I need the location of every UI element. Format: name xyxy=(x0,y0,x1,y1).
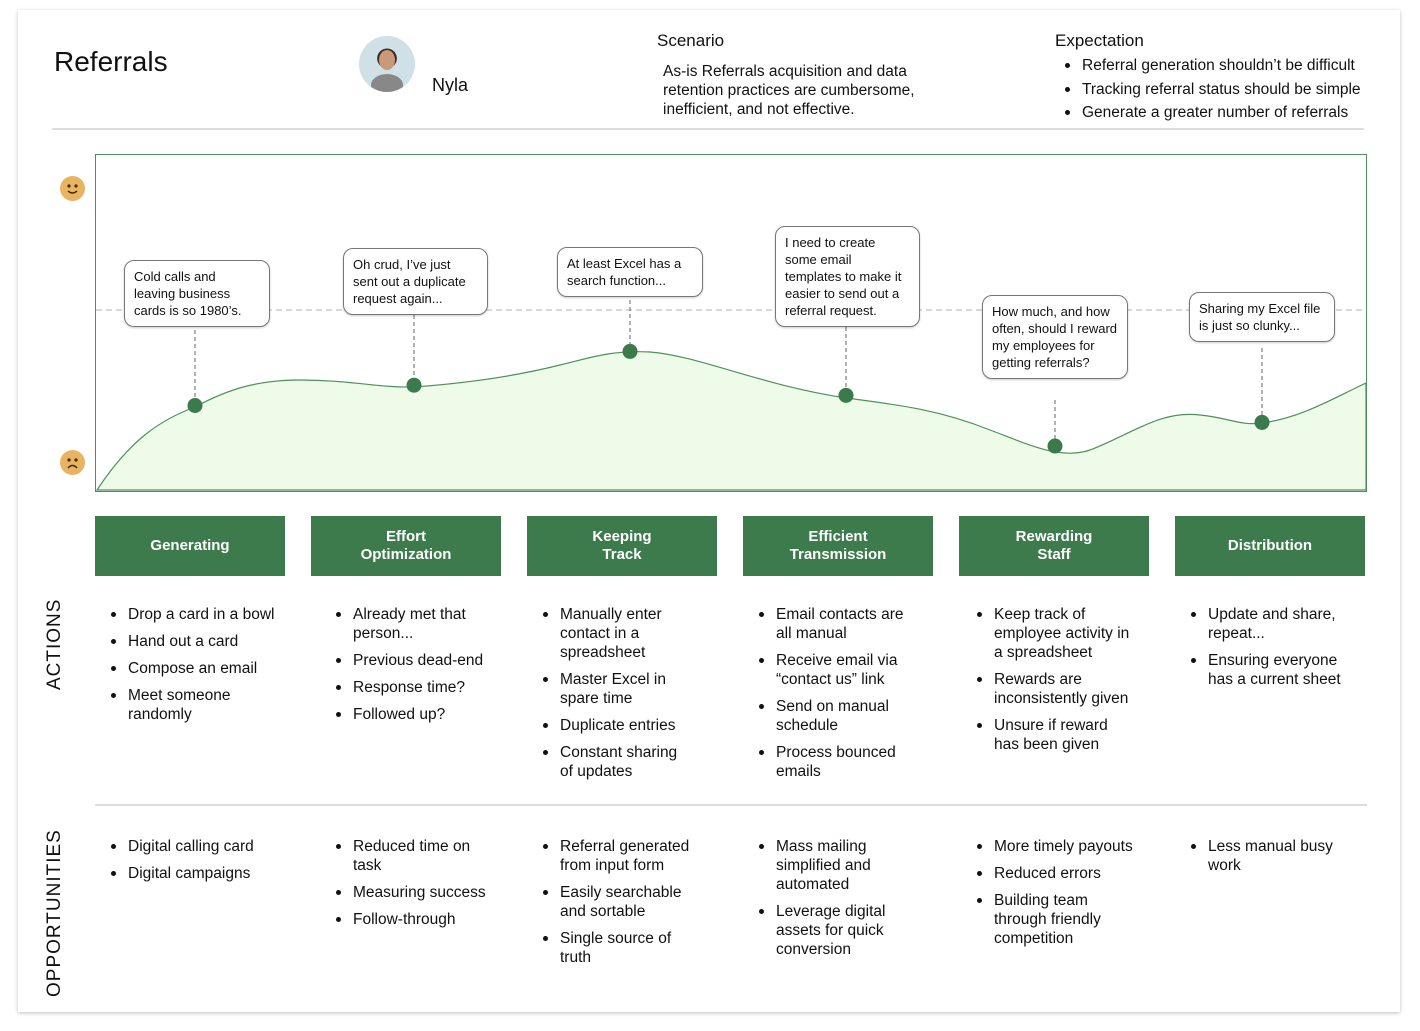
quote-bubble: Sharing my Excel file is just so clunky.… xyxy=(1189,292,1335,342)
opportunity-item: Single source of truth xyxy=(540,929,690,967)
scenario-text: As-is Referrals acquisition and data ret… xyxy=(663,63,915,118)
actions-list: Update and share, repeat... Ensuring ever… xyxy=(1188,605,1358,697)
happy-face-icon xyxy=(60,176,85,201)
action-item: Unsure if reward has been given xyxy=(974,716,1134,754)
expectation-item: Generate a greater number of referrals xyxy=(1062,103,1361,122)
opportunity-item: Measuring success xyxy=(333,883,493,902)
opportunity-item: Leverage digital assets for quick conver… xyxy=(756,902,906,959)
emotion-point xyxy=(187,398,203,413)
opportunity-item: Follow-through xyxy=(333,910,493,929)
quote-bubble: At least Excel has a search function... xyxy=(557,247,703,297)
opportunities-label: OPPORTUNITIES xyxy=(44,829,65,997)
opportunity-item: Digital calling card xyxy=(108,837,288,856)
stage-header: Effort Optimization xyxy=(311,516,501,576)
action-item: Constant sharing of updates xyxy=(540,743,690,781)
stage-header: Efficient Transmission xyxy=(743,516,933,576)
persona-avatar xyxy=(359,36,415,92)
stage-header: Generating xyxy=(95,516,285,576)
divider xyxy=(52,128,1364,130)
action-item: Response time? xyxy=(333,678,493,697)
opportunity-item: Building team through friendly competiti… xyxy=(974,891,1134,948)
quote-bubble: Oh crud, I’ve just sent out a duplicate … xyxy=(343,248,488,315)
actions-label: ACTIONS xyxy=(44,598,65,690)
action-item: Process bounced emails xyxy=(756,743,906,781)
action-item: Compose an email xyxy=(108,659,288,678)
action-item: Send on manual schedule xyxy=(756,697,906,735)
opportunity-item: More timely payouts xyxy=(974,837,1134,856)
action-item: Drop a card in a bowl xyxy=(108,605,288,624)
emotion-curve-chart xyxy=(95,300,1367,491)
expectation-list: Referral generation shouldn’t be difficu… xyxy=(1062,56,1361,127)
action-item: Duplicate entries xyxy=(540,716,690,735)
actions-list: Keep track of employee activity in a spr… xyxy=(974,605,1134,762)
actions-list: Already met that person... Previous dead-… xyxy=(333,605,493,732)
journey-map-card xyxy=(18,10,1400,1012)
quote-bubble: Cold calls and leaving business cards is… xyxy=(124,260,270,327)
action-item: Receive email via “contact us” link xyxy=(756,651,906,689)
expectation-item: Tracking referral status should be simpl… xyxy=(1062,80,1361,99)
opportunity-item: Referral generated from input form xyxy=(540,837,690,875)
opportunity-item: Reduced errors xyxy=(974,864,1134,883)
stage-header: Rewarding Staff xyxy=(959,516,1149,576)
quote-bubble: I need to create some email templates to… xyxy=(775,226,920,327)
emotion-area xyxy=(95,351,1367,491)
action-item: Email contacts are all manual xyxy=(756,605,906,643)
action-item: Hand out a card xyxy=(108,632,288,651)
stage-header: Keeping Track xyxy=(527,516,717,576)
action-item: Ensuring everyone has a current sheet xyxy=(1188,651,1358,689)
emotion-point xyxy=(838,387,854,403)
opportunity-item: Digital campaigns xyxy=(108,864,288,883)
divider xyxy=(95,804,1367,806)
persona-name: Nyla xyxy=(432,75,469,95)
quote-bubble: How much, and how often, should I reward… xyxy=(982,295,1128,379)
sad-face-icon xyxy=(60,450,85,475)
action-item: Already met that person... xyxy=(333,605,493,643)
action-item: Previous dead-end xyxy=(333,651,493,670)
opportunities-list: Less manual busy work xyxy=(1188,837,1358,883)
action-item: Master Excel in spare time xyxy=(540,670,690,708)
stage-header: Distribution xyxy=(1175,516,1365,576)
action-item: Update and share, repeat... xyxy=(1188,605,1358,643)
opportunity-item: Less manual busy work xyxy=(1188,837,1358,875)
page-title: Referrals xyxy=(54,46,168,77)
action-item: Rewards are inconsistently given xyxy=(974,670,1134,708)
emotion-point xyxy=(406,377,422,393)
action-item: Manually enter contact in a spreadsheet xyxy=(540,605,690,662)
scenario-heading: Scenario xyxy=(657,31,725,50)
expectation-item: Referral generation shouldn’t be difficu… xyxy=(1062,56,1361,75)
opportunity-item: Mass mailing simplified and automated xyxy=(756,837,906,894)
emotion-point xyxy=(1047,438,1063,454)
action-item: Keep track of employee activity in a spr… xyxy=(974,605,1134,662)
opportunity-item: Easily searchable and sortable xyxy=(540,883,690,921)
opportunity-item: Reduced time on task xyxy=(333,837,493,875)
expectation-heading: Expectation xyxy=(1055,31,1144,50)
emotion-point xyxy=(622,343,638,359)
action-item: Followed up? xyxy=(333,705,493,724)
emotion-point xyxy=(1254,414,1270,430)
emotion-chart-frame xyxy=(95,154,1367,492)
action-item: Meet someone randomly xyxy=(108,686,288,724)
